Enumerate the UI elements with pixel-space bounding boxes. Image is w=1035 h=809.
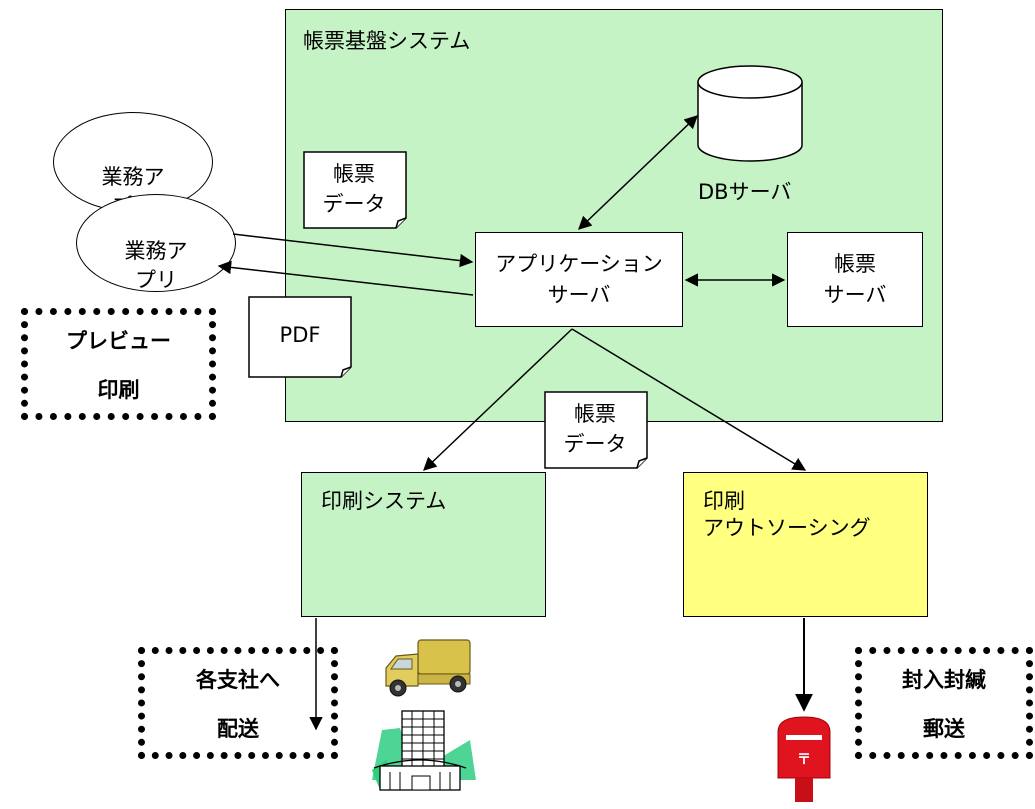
report-server: 帳票 サーバ [787, 232, 923, 327]
application-server: アプリケーション サーバ [475, 232, 683, 327]
business-app-front: 業務ア プリ [76, 194, 236, 292]
database-icon [697, 65, 803, 162]
arrow-db-appserver [578, 115, 698, 230]
mail-label-2: 郵送 [923, 716, 965, 741]
delivery-label-2: 配送 [217, 716, 259, 741]
pdf-doc: PDF [279, 322, 321, 347]
delivery-note: 各支社へ 配送 [138, 647, 338, 759]
business-app-front-label: 業務ア プリ [124, 239, 188, 292]
arrow-to-outsourcing [571, 328, 807, 471]
outsourcing-title: 印刷 アウトソーシング [703, 489, 871, 541]
arrow-app-to-appserver [232, 233, 474, 268]
outsourcing-region [683, 472, 928, 617]
delivery-label-1: 各支社へ [196, 667, 280, 692]
db-server-label: DBサーバ [698, 180, 792, 204]
mailbox-icon: 〒 [777, 716, 831, 802]
preview-print-note: プレビュー 印刷 [21, 308, 216, 420]
business-app-back: 業務ア プリ [53, 112, 213, 218]
print-label: 印刷 [97, 377, 140, 402]
mail-note: 封入封緘 郵送 [855, 647, 1033, 759]
arrow-appserver-to-app [217, 260, 474, 296]
print-system-region [301, 472, 546, 617]
preview-label: プレビュー [66, 328, 171, 353]
truck-icon [385, 639, 471, 697]
arrow-to-print-system [423, 328, 573, 471]
mail-label-1: 封入封緘 [902, 667, 986, 692]
platform-title: 帳票基盤システム [303, 29, 471, 53]
report-data-doc-1: 帳票 データ [322, 161, 386, 216]
building-icon [372, 710, 476, 791]
report-data-doc-2: 帳票 データ [563, 401, 627, 456]
svg-text:〒: 〒 [797, 752, 811, 768]
print-system-title: 印刷システム [321, 489, 447, 513]
